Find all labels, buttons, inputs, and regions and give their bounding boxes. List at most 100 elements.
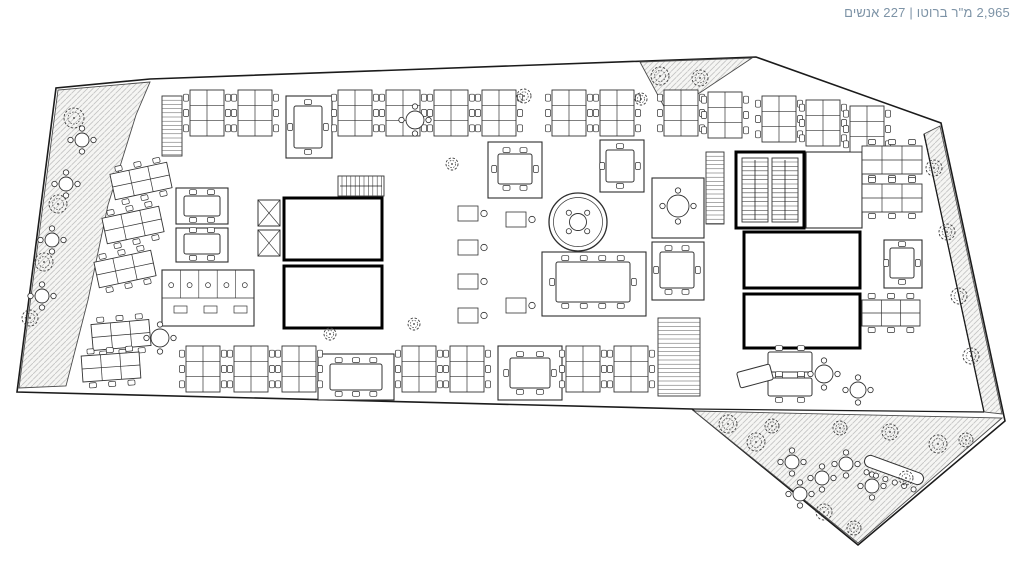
round-table [857,471,887,501]
desk-cluster [755,95,803,143]
tree-icon [516,88,532,104]
round-table [143,321,177,355]
tree-icon [958,432,974,448]
round-table [51,169,81,199]
tree-icon [764,418,780,434]
desk-cluster [799,99,847,147]
tree-icon [815,503,833,521]
tree-icon [63,107,85,129]
round-table [659,187,697,225]
staircase [337,175,385,197]
table [549,255,637,309]
tree-icon [950,287,968,305]
trees [21,66,980,536]
desk-cluster [231,89,279,137]
left-terrace [18,81,151,389]
wc-room [161,269,255,327]
desk-cluster [559,345,607,393]
focus-pods [457,205,536,324]
round-table [37,225,67,255]
staircase [771,157,799,223]
locker-bank [705,151,725,225]
table [183,189,221,223]
tree-icon [881,423,899,441]
round-table [831,449,861,479]
tree-icon [898,470,914,486]
desk-cluster [657,89,705,137]
table [503,351,557,395]
desk-cluster [607,345,655,393]
tree-icon [928,434,948,454]
core-room [282,264,384,330]
round-tables [143,103,874,406]
round-table [807,357,841,391]
focus-pod [457,239,488,256]
focus-pod [505,211,536,228]
tree-icon [323,327,337,341]
elevators [257,199,281,257]
tree-icon [21,309,39,327]
tree-icon [445,157,459,171]
meeting-room [805,151,863,229]
desk-cluster [545,89,593,137]
table [599,143,641,189]
table [767,371,813,403]
table [287,99,329,155]
tree-icon [846,520,862,536]
desk-cluster [593,89,641,137]
desk-cluster [701,91,749,139]
desk-cluster [80,345,142,389]
lockers [161,95,725,397]
round-table [27,281,57,311]
locker-bank [161,95,183,157]
inner-walls [691,133,985,413]
round-table [67,125,97,155]
elevator [257,229,281,257]
table [883,241,921,285]
wc-block [161,269,255,327]
desk-cluster [427,89,475,137]
terrace-tables [27,125,887,509]
desk-cluster [443,345,491,393]
table [736,363,774,389]
focus-pod [457,205,488,222]
tree-icon [634,92,648,106]
round-table [807,463,837,493]
circular-meeting-pod [548,192,608,252]
meeting-pod [548,192,608,252]
staircase [741,157,769,223]
tree-icon [925,159,943,177]
tree-icon [650,66,670,86]
desk-cluster [395,345,443,393]
tree-icon [48,194,68,214]
tree-icon [34,252,54,272]
meeting-room [487,141,543,199]
locker-bank [657,317,701,397]
desk-cluster [227,345,275,393]
round-table [398,103,432,137]
tree-icon [832,420,848,436]
core-room [742,292,862,350]
desk-cluster [93,245,157,293]
table [183,227,221,261]
focus-pod [457,307,488,324]
tree-icon [938,223,956,241]
desk-cluster [179,345,227,393]
desk-cluster [90,313,152,357]
elevator [257,199,281,227]
round-table [777,447,807,477]
tree-icon [746,432,766,452]
tree-icon [691,69,709,87]
desk-cluster [475,89,523,137]
desk-cluster [861,177,923,219]
round-table [842,374,874,406]
tree-icon [407,317,421,331]
desk-cluster [109,157,173,205]
focus-pod [457,273,488,290]
round-table [785,479,815,509]
tree-icon [718,414,738,434]
stairs [337,157,799,223]
